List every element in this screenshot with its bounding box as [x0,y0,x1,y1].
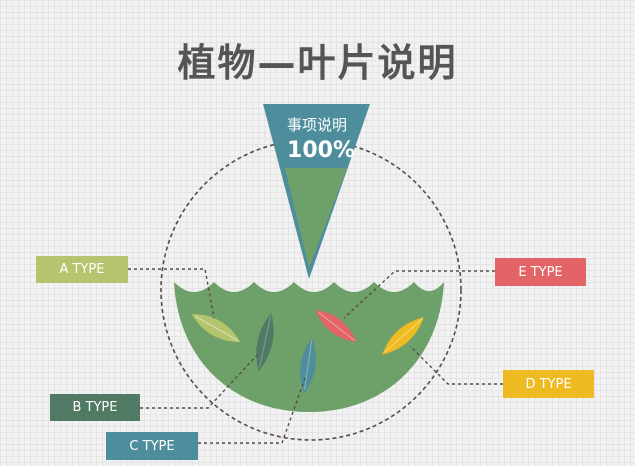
leaf-a [191,314,241,342]
page-title: 植物—叶片说明 [177,41,458,85]
leader-d [409,345,503,385]
label-e-type: E TYPE [495,258,586,286]
label-c-type: C TYPE [106,432,198,460]
leader-c [198,377,306,444]
callout-value: 100% [287,138,355,163]
leaf-d [382,317,424,355]
label-b-type: B TYPE [50,394,140,421]
leaf-b [256,312,274,372]
label-d-type: D TYPE [503,370,594,398]
funnel-fill [285,168,347,268]
leader-b [140,351,261,409]
leader-e [343,270,495,319]
leader-a [128,268,215,319]
label-a-type: A TYPE [36,256,128,283]
leaf-e [315,309,357,343]
callout-title: 事项说明 [286,116,347,134]
dashed-circle [160,139,462,441]
